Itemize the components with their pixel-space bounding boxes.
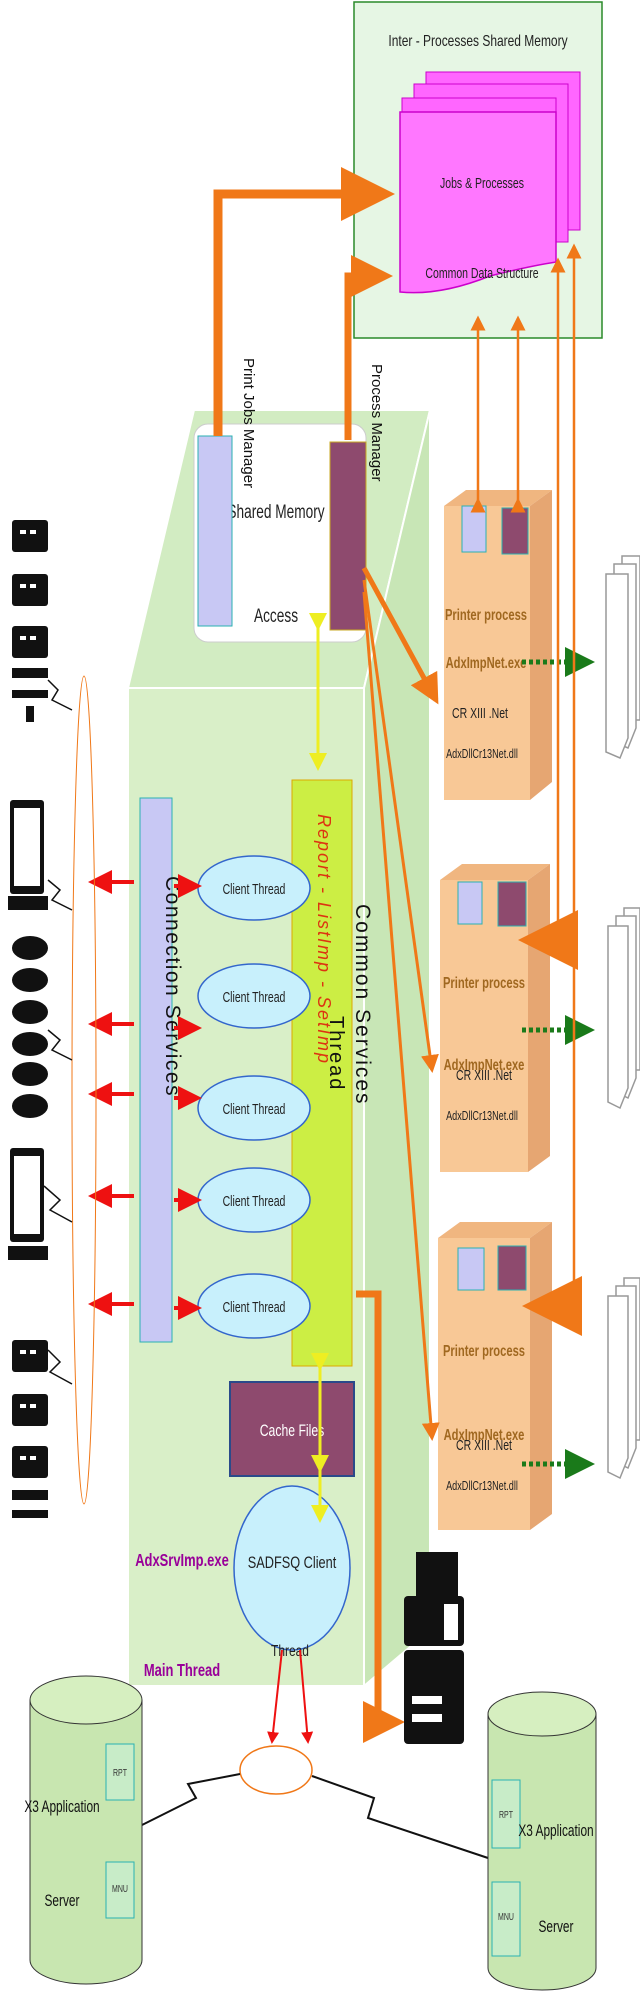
app-server-2-mnu	[491, 1881, 521, 1957]
svg-text:Printer process: Printer process	[443, 1341, 525, 1360]
svg-text:Client Thread: Client Thread	[223, 988, 286, 1005]
svg-text:RPT: RPT	[499, 1809, 514, 1821]
app-server-2-rpt	[491, 1779, 521, 1849]
cache-files-label: Cache Files	[260, 1422, 325, 1440]
yellow-arrows	[309, 613, 329, 1523]
svg-text:Client Thread: Client Thread	[223, 880, 286, 897]
pp2-lavender-box	[457, 881, 483, 925]
print-jobs-manager-bar	[197, 435, 233, 627]
svg-text:AdxImpNet.exe: AdxImpNet.exe	[446, 653, 527, 672]
svg-text:CR XIII .Net: CR XIII .Net	[452, 704, 508, 721]
svg-text:X3 Application: X3 Application	[518, 1822, 593, 1841]
network-links	[43, 679, 73, 1385]
printer-icon	[404, 1552, 464, 1744]
connection-services: Connection Services	[139, 797, 184, 1343]
connection-services-label: Connection Services	[161, 876, 184, 1097]
client-devices	[8, 520, 73, 1518]
print-jobs-manager-label: Print Jobs Manager	[240, 358, 257, 488]
disk-drive-icon	[12, 936, 48, 1118]
svg-text:AdxImpNet.exe: AdxImpNet.exe	[444, 1425, 525, 1444]
app-server-1: RPT MNU X3 Application Server	[24, 1675, 143, 1985]
process-manager-label: Process Manager	[368, 364, 385, 482]
network-hub-ellipse	[239, 1745, 313, 1795]
pp2-purple-box	[497, 881, 527, 927]
orange-arrows	[213, 167, 582, 1743]
printer-process-1: Printer process AdxImpNet.exe CR XIII .N…	[444, 490, 552, 800]
app-server-2: RPT MNU X3 Application Server	[487, 1691, 597, 1991]
svg-text:MNU: MNU	[498, 1911, 514, 1923]
printer-process-2: Printer process AdxImpNet.exe CR XIII .N…	[440, 864, 550, 1172]
printer-process-3: Printer process AdxImpNet.exe CR XIII .N…	[438, 1222, 552, 1530]
svg-text:CR XIII .Net: CR XIII .Net	[456, 1436, 512, 1453]
svg-text:AdxDllCr13Net.dll: AdxDllCr13Net.dll	[446, 1480, 518, 1494]
report-listimp-label: Report - ListImp - SetImp	[314, 814, 334, 1065]
svg-text:Client Thread: Client Thread	[223, 1100, 286, 1117]
report-thread-column: Report - ListImp - SetImp Thread	[291, 779, 353, 1367]
exe-name-label: AdxSrvImp.exe	[135, 1551, 229, 1571]
app-server-1-rpt	[105, 1743, 135, 1801]
svg-text:Server: Server	[44, 1892, 79, 1911]
svg-text:Client Thread: Client Thread	[223, 1192, 286, 1209]
desktop-icon-1	[12, 520, 48, 722]
red-arrows	[88, 870, 314, 1744]
svg-text:AdxDllCr13Net.dll: AdxDllCr13Net.dll	[446, 1110, 518, 1124]
thread-label: Thread	[325, 1016, 347, 1091]
common-data-structure-label: Common Data Structure	[425, 264, 538, 281]
print-output-arrows	[522, 647, 595, 1479]
process-manager-bar	[329, 441, 367, 631]
jobs-processes-stack: Jobs & Processes Common Data Structure	[399, 71, 581, 294]
server-network-links	[135, 1773, 489, 1859]
pp1-purple-box	[501, 507, 529, 555]
shared-memory-access-panel: Shared Memory Access Print Jobs Manager …	[193, 358, 385, 643]
svg-text:Printer process: Printer process	[445, 605, 527, 624]
sadfsq-line2: Thread	[271, 1641, 309, 1659]
client-thread-2	[197, 963, 311, 1029]
jobs-processes-label: Jobs & Processes	[440, 174, 524, 191]
main-thread-label: Main Thread	[144, 1661, 220, 1681]
svg-text:RPT: RPT	[113, 1767, 128, 1779]
sm-access-line1: Shared Memory	[227, 501, 325, 523]
paper-output-icons	[605, 555, 640, 1480]
svg-text:MNU: MNU	[112, 1883, 128, 1895]
pp1-lavender-box	[461, 505, 487, 553]
svg-text:Server: Server	[538, 1918, 573, 1937]
common-services-label: Common Services	[351, 904, 374, 1106]
pp3-purple-box	[497, 1245, 527, 1291]
cache-files: Cache Files	[229, 1381, 355, 1477]
client-threads: Client Thread Client Thread Client Threa…	[197, 855, 311, 1339]
svg-text:CR XIII .Net: CR XIII .Net	[456, 1066, 512, 1083]
svg-text:X3 Application: X3 Application	[24, 1798, 99, 1817]
svg-text:Client Thread: Client Thread	[223, 1298, 286, 1315]
desktop-icon-2	[12, 1340, 48, 1518]
laptop-icon-2	[8, 1148, 48, 1260]
shared-memory-title: Inter - Processes Shared Memory	[388, 31, 568, 49]
app-server-1-mnu	[105, 1861, 135, 1919]
pp3-lavender-box	[457, 1247, 485, 1291]
sm-access-line2: Access	[254, 605, 298, 627]
svg-text:Printer process: Printer process	[443, 973, 525, 992]
laptop-icon-1	[8, 800, 48, 910]
svg-text:AdxDllCr13Net.dll: AdxDllCr13Net.dll	[446, 748, 518, 762]
sadfsq-line1: SADFSQ Client	[248, 1553, 337, 1572]
client-network-ellipse	[71, 675, 97, 1505]
svg-text:AdxImpNet.exe: AdxImpNet.exe	[444, 1055, 525, 1074]
